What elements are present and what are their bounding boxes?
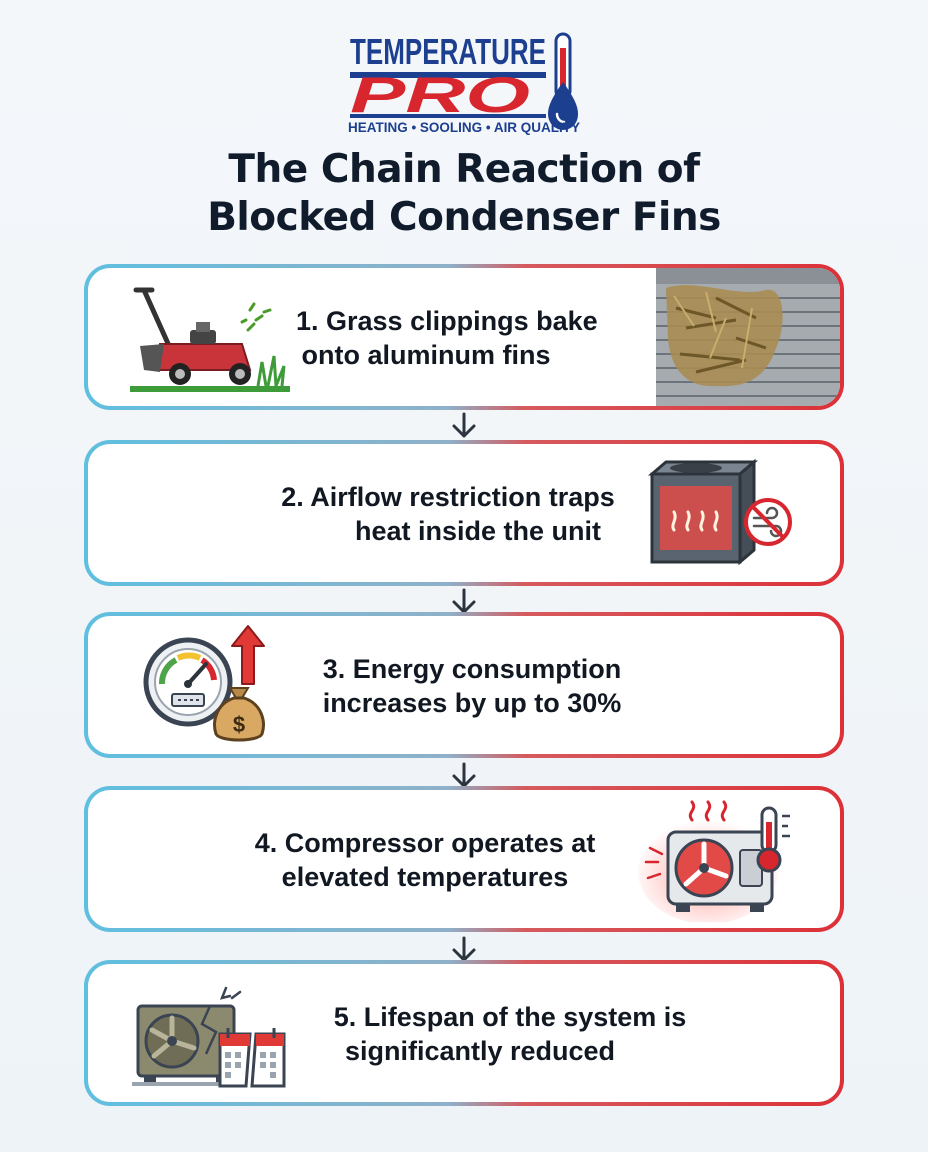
down-arrow-icon (452, 412, 476, 438)
thermometer-icon (756, 806, 790, 873)
red-up-arrow-icon (231, 625, 265, 685)
logo-line2: PRO (350, 67, 530, 123)
title-line1: The Chain Reaction of (228, 147, 700, 192)
clogged-condenser-photo (656, 268, 840, 406)
broken-calendar-icon (218, 1028, 286, 1088)
title-line2: Blocked Condenser Fins (207, 195, 721, 240)
logo-thermometer-icon (548, 32, 578, 130)
energy-meter-icon (143, 637, 233, 727)
temperature-pro-logo: TEMPERATURE PRO HEATING • SOOLING • AIR … (348, 31, 581, 135)
money-bag-icon: $ (213, 687, 265, 742)
broken-ac-unit-icon (132, 986, 242, 1086)
lawn-mower-icon (130, 287, 290, 392)
page-title: The Chain Reaction of Blocked Condenser … (0, 146, 928, 242)
no-airflow-icon (744, 498, 792, 546)
hot-compressor-icon (638, 800, 778, 922)
svg-text:$: $ (233, 712, 245, 737)
logo-line1: TEMPERATURE (350, 31, 546, 72)
logo-tagline: HEATING • SOOLING • AIR QUALITY (348, 119, 581, 135)
